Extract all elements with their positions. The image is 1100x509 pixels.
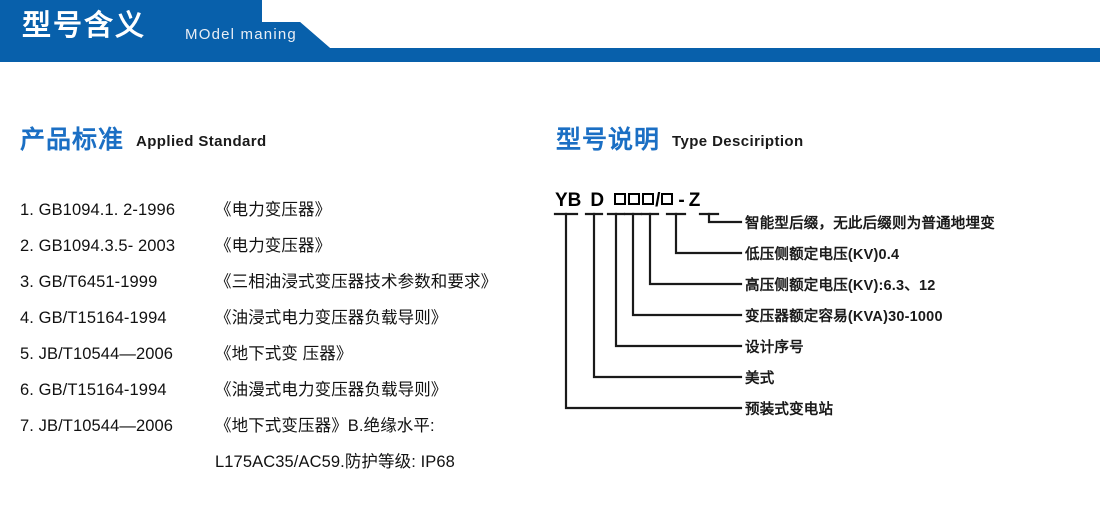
code-part-z: Z xyxy=(688,190,701,211)
code-dash: - xyxy=(678,190,685,211)
standard-code: 1. GB1094.1. 2-1996 xyxy=(20,201,176,219)
leader-line-bracket xyxy=(553,212,743,410)
leader-6-american-style xyxy=(592,212,743,379)
type-label: 美式 xyxy=(745,371,775,387)
leader-1-smart-suffix xyxy=(707,212,743,224)
leader-3-hv-rated-voltage xyxy=(648,212,743,286)
banner-step-wedge xyxy=(262,22,330,48)
leader-4-rated-capacity xyxy=(631,212,743,317)
standard-code: 5. JB/T10544—2006 xyxy=(20,345,174,363)
standard-code: 2. GB1094.3.5- 2003 xyxy=(20,237,176,255)
section-heading-en: Type Desciription xyxy=(672,133,804,150)
type-label: 低压侧额定电压(KV)0.4 xyxy=(745,247,900,263)
standard-row: 3. GB/T6451-1999 《三相油浸式变压器技术参数和要求》 xyxy=(20,268,540,304)
code-box-1 xyxy=(614,193,627,205)
section-heading-type-description: 型号说明 Type Desciription xyxy=(556,120,804,156)
standard-row: 7. JB/T10544—2006 《地下式变压器》B.绝缘水平: xyxy=(20,412,540,448)
type-label: 高压侧额定电压(KV):6.3、12 xyxy=(745,278,936,294)
standard-code: 4. GB/T15164-1994 xyxy=(20,309,167,327)
standard-title: 《油浸式电力变压器负载导则》 xyxy=(215,309,448,327)
code-box-4 xyxy=(661,193,674,205)
standard-title: 《油漫式电力变压器负载导则》 xyxy=(215,381,448,399)
leader-2-lv-rated-voltage xyxy=(674,212,743,255)
section-heading-cn: 型号说明 xyxy=(556,126,661,154)
standard-row: 2. GB1094.3.5- 2003 《电力变压器》 xyxy=(20,232,540,268)
type-label: 预装式变电站 xyxy=(745,402,834,418)
model-code-string: YB D /-Z xyxy=(555,190,700,212)
banner-title-chinese: 型号含义 xyxy=(22,10,147,42)
standard-row: 1. GB1094.1. 2-1996 《电力变压器》 xyxy=(20,196,540,232)
standard-title: 《地下式变 压器》 xyxy=(215,345,353,363)
section-heading-en: Applied Standard xyxy=(136,133,267,150)
code-box-3 xyxy=(642,193,655,205)
type-label: 智能型后缀，无此后缀则为普通地埋变 xyxy=(745,216,995,232)
standard-code: 6. GB/T15164-1994 xyxy=(20,381,167,399)
section-heading-applied-standard: 产品标准 Applied Standard xyxy=(20,120,267,156)
type-label: 设计序号 xyxy=(745,340,804,356)
standard-row: 6. GB/T15164-1994 《油漫式电力变压器负载导则》 xyxy=(20,376,540,412)
leader-5-design-serial xyxy=(614,212,743,348)
standard-title: L175AC35/AC59.防护等级: IP68 xyxy=(215,453,455,471)
standard-code: 3. GB/T6451-1999 xyxy=(20,273,158,291)
code-slash: / xyxy=(655,190,661,211)
code-box-2 xyxy=(628,193,641,205)
standard-code: 7. JB/T10544—2006 xyxy=(20,417,174,435)
standard-row: 4. GB/T15164-1994 《油浸式电力变压器负载导则》 xyxy=(20,304,540,340)
section-heading-cn: 产品标准 xyxy=(20,126,125,154)
banner-shape xyxy=(0,0,1100,62)
standards-list: 1. GB1094.1. 2-1996《电力变压器》2. GB1094.3.5-… xyxy=(20,196,540,484)
standard-row: 5. JB/T10544—2006 《地下式变 压器》 xyxy=(20,340,540,376)
leader-7-prefab-substation xyxy=(564,212,743,410)
type-label: 变压器额定容易(KVA)30-1000 xyxy=(745,309,943,325)
standard-title: 《电力变压器》 xyxy=(215,201,332,219)
standard-title: 《电力变压器》 xyxy=(215,237,332,255)
standard-title: 《地下式变压器》B.绝缘水平: xyxy=(215,417,435,435)
code-part-yb: YB xyxy=(555,190,582,211)
code-part-d: D xyxy=(590,190,605,211)
page-header-banner: 型号含义 MOdel maning xyxy=(0,0,1100,62)
banner-fill-left xyxy=(0,0,262,48)
banner-title-english: MOdel maning xyxy=(185,26,297,43)
standard-row: L175AC35/AC59.防护等级: IP68 xyxy=(20,448,540,484)
standard-title: 《三相油浸式变压器技术参数和要求》 xyxy=(215,273,498,291)
